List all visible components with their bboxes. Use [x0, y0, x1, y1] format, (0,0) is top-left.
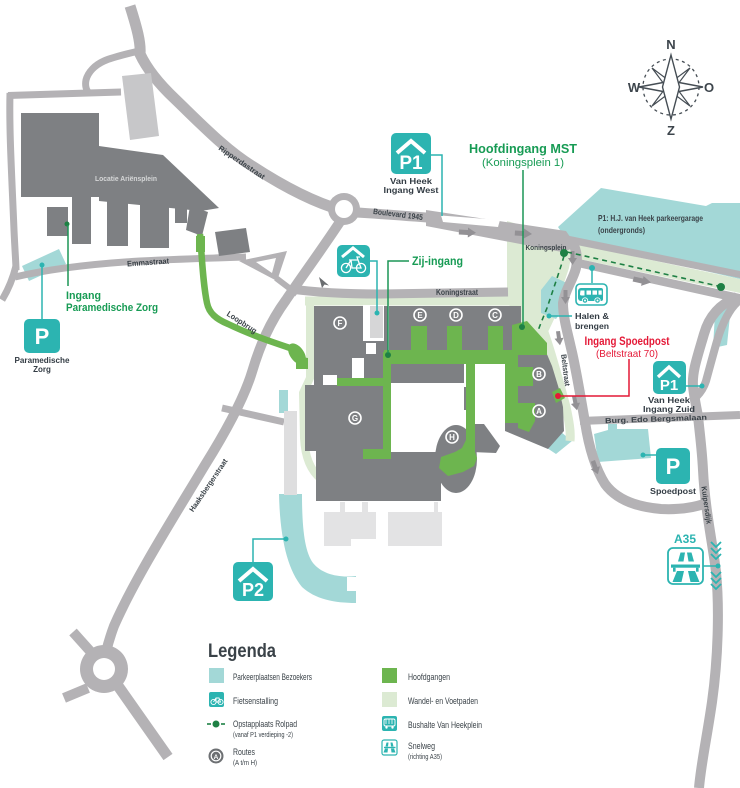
- svg-text:Hoofdingang MST: Hoofdingang MST: [469, 142, 577, 156]
- svg-text:W: W: [628, 80, 641, 95]
- svg-text:Snelweg: Snelweg: [408, 741, 435, 751]
- svg-text:Zorg: Zorg: [33, 365, 51, 374]
- svg-text:Legenda: Legenda: [208, 641, 276, 662]
- svg-text:Beltstraat: Beltstraat: [559, 354, 572, 387]
- svg-text:(A t/m H): (A t/m H): [233, 758, 257, 767]
- svg-text:(richting A35): (richting A35): [408, 752, 442, 761]
- svg-text:P: P: [35, 324, 50, 349]
- svg-text:Z: Z: [667, 123, 675, 138]
- svg-text:Emmastraat: Emmastraat: [127, 257, 170, 269]
- svg-text:H: H: [449, 433, 455, 442]
- svg-text:(ondergronds): (ondergronds): [598, 225, 645, 235]
- svg-text:Ingang Zuid: Ingang Zuid: [643, 404, 695, 414]
- svg-text:A35: A35: [674, 532, 696, 546]
- svg-text:Ingang Spoedpost: Ingang Spoedpost: [585, 336, 670, 348]
- svg-text:A: A: [536, 407, 542, 416]
- svg-text:E: E: [417, 311, 423, 320]
- svg-text:P1: P1: [660, 377, 678, 394]
- svg-text:Halen &: Halen &: [575, 312, 609, 321]
- svg-text:Parkeerplaatsen Bezoekers: Parkeerplaatsen Bezoekers: [233, 672, 312, 682]
- svg-text:P2: P2: [242, 580, 264, 600]
- svg-text:F: F: [338, 319, 343, 328]
- svg-text:A: A: [214, 754, 219, 761]
- svg-text:Ingang West: Ingang West: [384, 185, 439, 195]
- svg-text:Locatie Ariënsplein: Locatie Ariënsplein: [95, 174, 157, 183]
- svg-text:Van Heek: Van Heek: [390, 176, 432, 186]
- svg-text:Spoedpost: Spoedpost: [650, 486, 696, 496]
- svg-text:Routes: Routes: [233, 747, 255, 757]
- svg-text:B: B: [536, 370, 542, 379]
- svg-text:Van Heek: Van Heek: [648, 395, 690, 405]
- svg-text:Paramedische: Paramedische: [15, 356, 71, 365]
- svg-text:(vanaf P1 verdieping -2): (vanaf P1 verdieping -2): [233, 730, 293, 739]
- svg-text:(Beltstraat 70): (Beltstraat 70): [596, 348, 658, 360]
- svg-text:Zij-ingang: Zij-ingang: [412, 254, 463, 268]
- svg-text:O: O: [704, 80, 714, 95]
- svg-text:(Koningsplein 1): (Koningsplein 1): [482, 157, 564, 169]
- svg-text:G: G: [352, 414, 358, 423]
- svg-text:Koningstraat: Koningstraat: [436, 288, 478, 297]
- svg-text:Hoofdgangen: Hoofdgangen: [408, 672, 450, 682]
- svg-text:P1: H.J. van Heek parkeergarag: P1: H.J. van Heek parkeergarage: [598, 213, 703, 223]
- svg-text:C: C: [492, 311, 498, 320]
- svg-text:Koningsplein: Koningsplein: [526, 243, 567, 252]
- svg-text:brengen: brengen: [575, 322, 609, 331]
- svg-text:Fietsenstalling: Fietsenstalling: [233, 696, 278, 706]
- svg-text:Paramedische Zorg: Paramedische Zorg: [66, 302, 158, 314]
- svg-text:N: N: [666, 37, 675, 52]
- svg-text:Wandel- en Voetpaden: Wandel- en Voetpaden: [408, 696, 478, 706]
- svg-text:Opstapplaats Rolpad: Opstapplaats Rolpad: [233, 719, 297, 729]
- svg-text:Ingang: Ingang: [66, 290, 101, 302]
- svg-text:P1: P1: [399, 153, 423, 174]
- svg-text:Burg. Edo Bergsmalaan: Burg. Edo Bergsmalaan: [605, 413, 708, 426]
- svg-text:Bushalte Van Heekplein: Bushalte Van Heekplein: [408, 720, 482, 730]
- svg-text:P: P: [666, 454, 681, 479]
- svg-text:D: D: [453, 311, 459, 320]
